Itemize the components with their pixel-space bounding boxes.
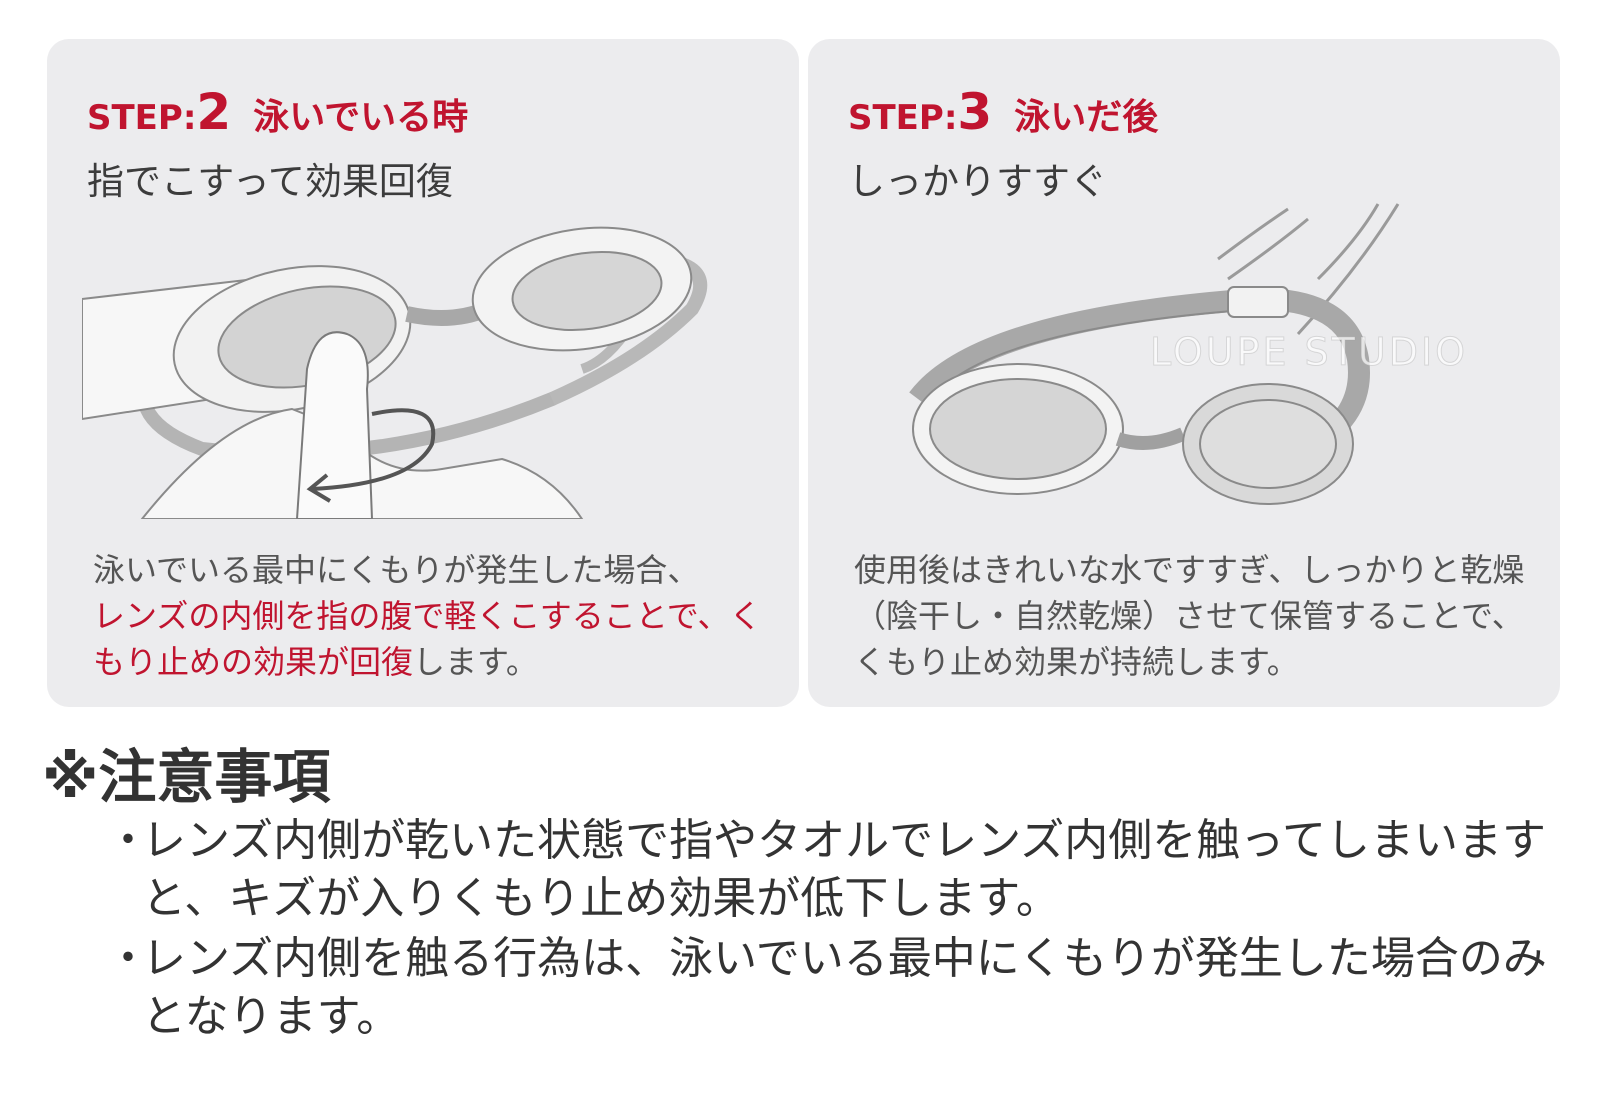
- step3-card: STEP:3 泳いだ後 しっかりすすぐ 使用後はきれいな水ですすぎ、しっかりと乾燥…: [808, 39, 1560, 707]
- step2-label: STEP:: [87, 98, 197, 138]
- list-item: ・ レンズ内側を触る行為は、泳いでいる最中にくもりが発生した場合のみとなります。: [106, 930, 1576, 1046]
- step2-title: 泳いでいる時: [253, 97, 469, 138]
- step2-desc-tail: します。: [413, 643, 538, 681]
- step3-number: 3: [957, 83, 993, 141]
- step2-number: 2: [196, 83, 232, 141]
- notes-list: ・ レンズ内側が乾いた状態で指やタオルでレンズ内側を触ってしまいますと、キズが入…: [106, 812, 1576, 1048]
- step3-title: 泳いだ後: [1014, 97, 1159, 138]
- step2-desc-highlight-a: レンズの内側を指の腹で軽くこすることで、: [93, 597, 730, 635]
- step2-subtitle: 指でこすって効果回復: [87, 160, 453, 203]
- step2-desc-line1: 泳いでいる最中にくもりが発生した場合、: [93, 551, 700, 589]
- list-item: ・ レンズ内側が乾いた状態で指やタオルでレンズ内側を触ってしまいますと、キズが入…: [106, 812, 1576, 928]
- bullet-dot: ・: [106, 815, 150, 866]
- note-text: レンズ内側を触る行為は、泳いでいる最中にくもりが発生した場合のみとなります。: [142, 933, 1547, 1042]
- step2-desc-highlight-b: くもり止めの効果が回復: [93, 597, 762, 681]
- step2-card: STEP:2 泳いでいる時 指でこすって効果回復 泳いでいる最中にくもりが発生した…: [47, 39, 799, 707]
- step3-subtitle: しっかりすすぐ: [848, 160, 1107, 203]
- step2-heading: STEP:2 泳いでいる時: [87, 83, 468, 141]
- watermark-logo: LOUPE STUDIO: [1149, 330, 1469, 375]
- step3-label: STEP:: [848, 98, 958, 138]
- step3-heading: STEP:3 泳いだ後: [848, 83, 1158, 141]
- bullet-dot: ・: [106, 933, 150, 984]
- finger-rubbing-goggle-lens-icon: [82, 226, 708, 519]
- step3-description: 使用後はきれいな水ですすぎ、しっかりと乾燥（陰干し・自然乾燥）させて保管すること…: [854, 551, 1525, 681]
- step2-description: 泳いでいる最中にくもりが発生した場合、 レンズの内側を指の腹で軽くこすることで、…: [93, 547, 773, 685]
- rinsing-goggles-icon: [909, 203, 1400, 505]
- note-text: レンズ内側が乾いた状態で指やタオルでレンズ内側を触ってしまいますと、キズが入りく…: [142, 815, 1547, 924]
- notes-title: ※注意事項: [42, 743, 331, 811]
